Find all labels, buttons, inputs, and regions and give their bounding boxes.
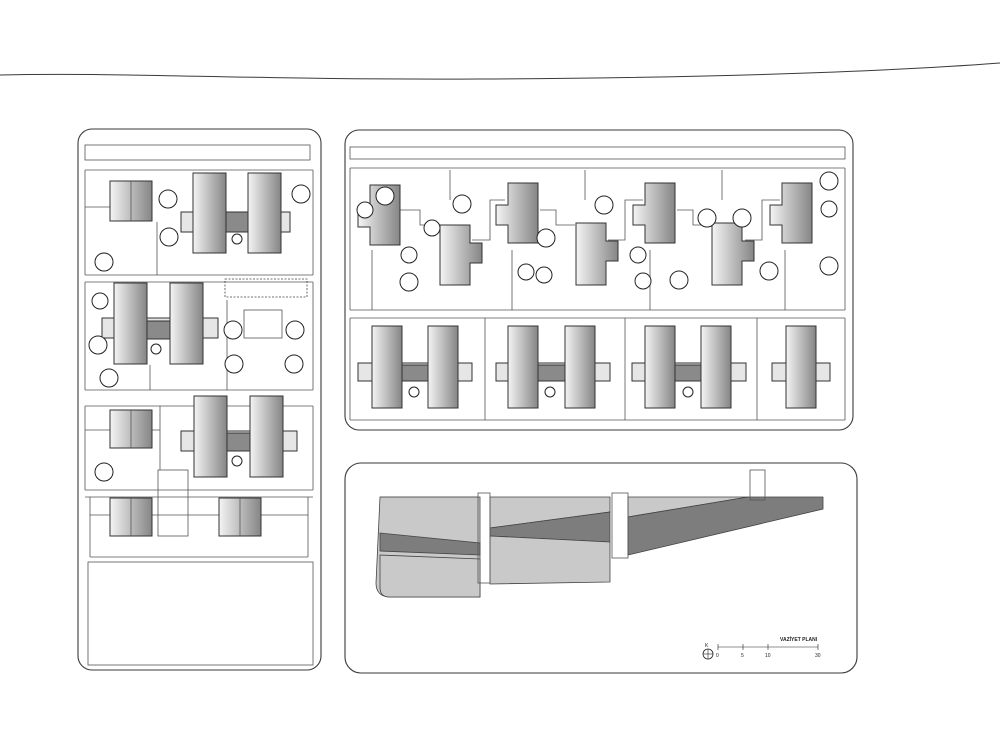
scale-label-5: 5 (741, 653, 744, 659)
top-right-trees (356, 171, 839, 398)
top-right-houses-upper (357, 182, 813, 286)
scale-label-0: 0 (716, 653, 719, 659)
scale-bar: 0 5 10 30 (716, 644, 821, 659)
plan-title: VAZİYET PLANI (780, 636, 818, 643)
pergola (224, 278, 308, 298)
scale-label-30: 30 (815, 653, 821, 659)
bottom-right-parcel (344, 462, 858, 674)
scale-label-10: 10 (765, 653, 771, 659)
left-parcel-houses (101, 172, 298, 537)
left-parcel-trees (88, 184, 311, 482)
north-label: K (705, 643, 709, 649)
top-right-houses-lower (357, 325, 831, 409)
plan-legend: K 0 5 10 30 VAZİYET PLANI (702, 636, 821, 660)
road-edge-curve (0, 62, 1000, 80)
